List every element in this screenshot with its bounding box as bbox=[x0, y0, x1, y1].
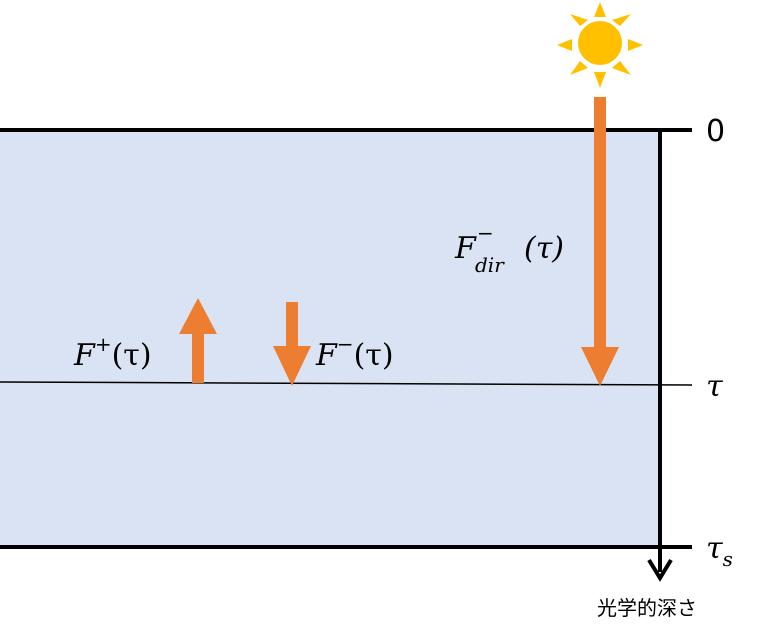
direct-flux-base: F bbox=[454, 231, 477, 266]
downward-flux-arrow bbox=[273, 302, 311, 386]
atmosphere-layer bbox=[0, 130, 660, 547]
downward-flux-arg: (τ) bbox=[354, 338, 394, 373]
upward-flux-arg: (τ) bbox=[112, 338, 152, 373]
top-depth-label: 0 bbox=[706, 114, 725, 149]
direct-flux-sup: − bbox=[477, 221, 494, 245]
upward-flux-base: F bbox=[73, 338, 96, 373]
bottom-depth-sub: s bbox=[723, 547, 733, 571]
depth-axis-arrowhead-icon bbox=[647, 558, 673, 582]
direct-flux-arg: (τ) bbox=[524, 231, 564, 266]
bottom-depth-label: τs bbox=[706, 531, 733, 571]
direct-flux-label: F bbox=[454, 231, 477, 266]
bottom-depth-base: τ bbox=[706, 531, 723, 566]
upward-flux-arrow bbox=[179, 298, 217, 383]
upward-flux-sup: + bbox=[95, 332, 112, 356]
upward-flux-label: F+(τ) bbox=[73, 332, 152, 373]
sun-icon bbox=[557, 2, 643, 88]
downward-flux-base: F bbox=[315, 338, 338, 373]
direct-beam-arrow bbox=[581, 97, 619, 386]
downward-flux-label: F−(τ) bbox=[315, 332, 394, 373]
direct-flux-sub: dir bbox=[475, 253, 505, 277]
downward-flux-sup: − bbox=[337, 332, 354, 356]
optical-depth-axis-label: 光学的深さ bbox=[597, 596, 697, 620]
tau-level-line bbox=[0, 381, 693, 386]
mid-depth-label: τ bbox=[706, 369, 723, 404]
